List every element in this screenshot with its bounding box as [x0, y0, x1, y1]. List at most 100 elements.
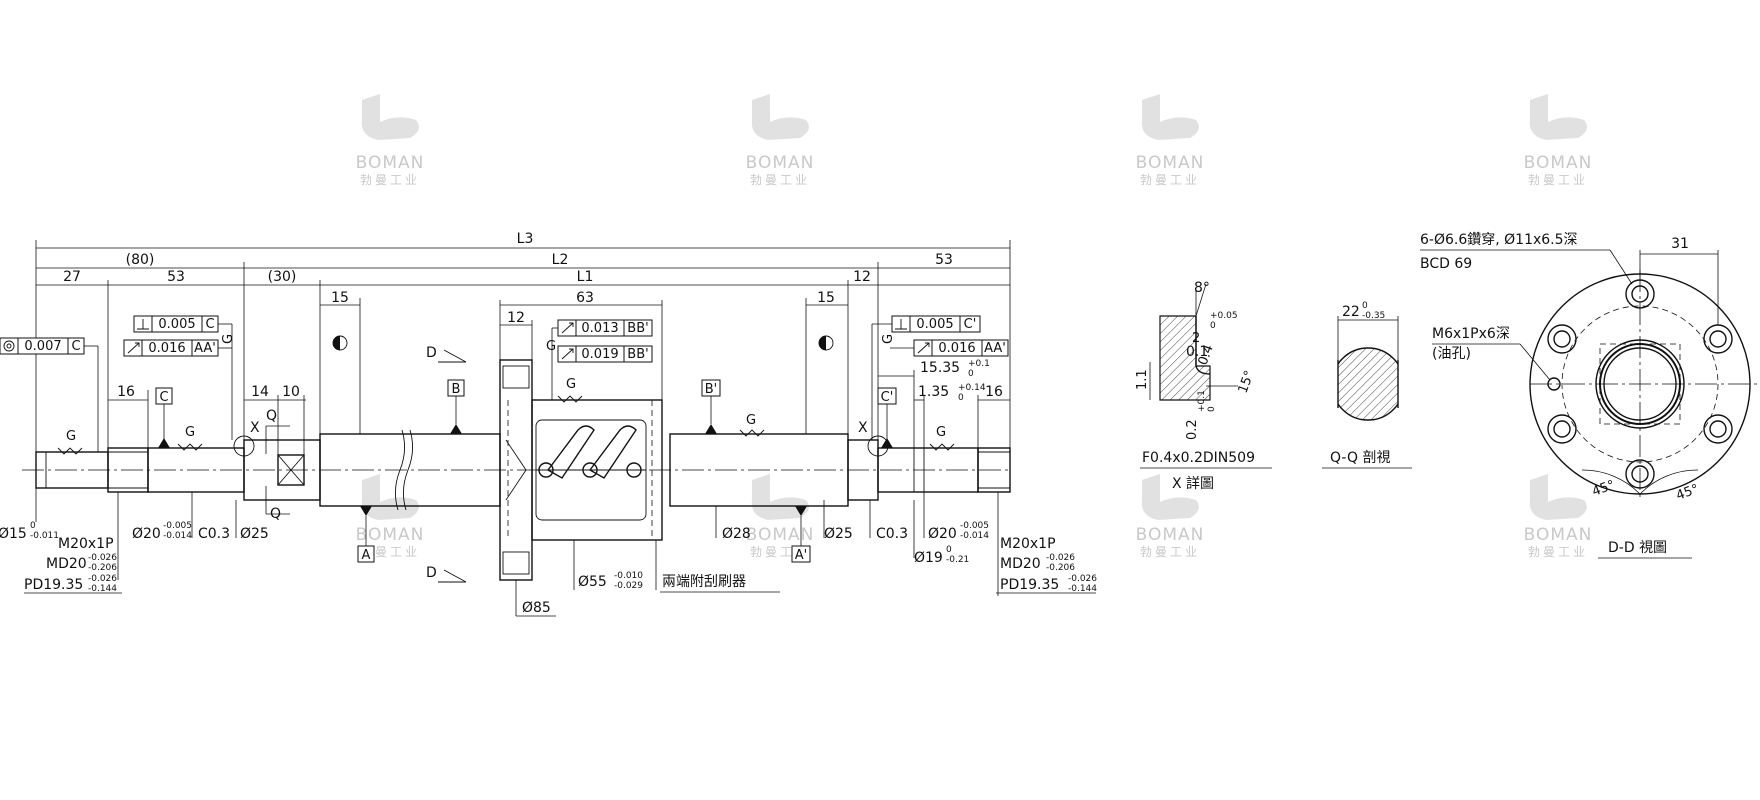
qq-width-lower: -0.35 — [1362, 311, 1385, 321]
dim-16-left: 16 — [117, 384, 135, 400]
fcf-datum: BB' — [627, 347, 648, 362]
wiper-note: 兩端附刮刷器 — [662, 574, 746, 590]
detail-x-spec: F0.4x0.2DIN509 — [1142, 450, 1255, 466]
dim-d55-lower: -0.029 — [614, 581, 643, 591]
dim-d25-left: Ø25 — [240, 526, 269, 542]
detail-x: 8° 0.1 +0.05 0 2 0.4 1.1 0.2 +0.1 0 15° … — [1135, 280, 1272, 492]
dim-d20-left-lower: -0.014 — [163, 531, 192, 541]
watermark-sub: 勃曼工业 — [1528, 173, 1588, 187]
dim-d20-left: Ø20 — [132, 526, 161, 542]
dim-pd-left-upper: -0.026 — [88, 574, 117, 584]
watermark-sub: 勃曼工业 — [360, 173, 420, 187]
break-line — [403, 429, 413, 511]
fcf-datum: AA' — [984, 341, 1006, 356]
half-circle-fill — [819, 336, 826, 350]
bolt-hole-inner — [1553, 420, 1571, 438]
dd-angle2: 45° — [1674, 482, 1701, 504]
fcf-value: 0.007 — [24, 339, 61, 354]
dim-d28: Ø28 — [722, 526, 751, 542]
leader-line — [1609, 249, 1633, 285]
dim-d20-left-upper: -0.005 — [163, 521, 192, 531]
grind-symbol-icon — [557, 395, 583, 403]
return-tube — [546, 425, 595, 479]
bolt-hole — [1703, 324, 1733, 354]
datum-triangle — [360, 506, 372, 516]
dim-md20-right-upper: -0.026 — [1046, 553, 1075, 563]
boman-logo-icon — [751, 94, 809, 140]
dim-pd-right-upper: -0.026 — [1068, 574, 1097, 584]
concentricity-icon-inner — [6, 343, 12, 349]
dim-d19-lower: -0.21 — [946, 555, 969, 565]
detail-x-d01: 0.1 — [1186, 344, 1208, 360]
watermark: BOMAN 勃曼工业 — [1524, 474, 1593, 559]
dim-md20-right: MD20 — [1000, 556, 1041, 572]
runout-icon — [561, 322, 574, 334]
datum-triangle — [158, 438, 170, 448]
datum-a-prime: A' — [795, 548, 807, 563]
watermark-brand: BOMAN — [356, 525, 425, 545]
surface-labels: G G G G G G G G X X Q Q — [57, 334, 955, 522]
detail-x-marker: X — [858, 420, 868, 436]
dim-c03-right: C0.3 — [876, 526, 908, 542]
dim-l3: L3 — [517, 231, 534, 247]
detail-x-d02-lower: 0 — [1207, 406, 1217, 412]
dim-m20-left: M20x1P — [58, 536, 114, 552]
section-q-top: Q — [266, 408, 277, 424]
dim-27: 27 — [63, 269, 81, 285]
runout-icon — [561, 348, 574, 360]
bolt-hole-inner — [1631, 285, 1649, 303]
dim-pd-left: PD19.35 — [24, 577, 83, 593]
dim-d15: Ø15 — [0, 526, 27, 542]
fcf-left-runout: 0.016 AA' — [123, 339, 219, 357]
dd-holes-note: 6-Ø6.6鑽穿, Ø11x6.5深 — [1420, 232, 1578, 248]
grind-symbol-icon — [57, 447, 83, 455]
boman-logo-icon — [1529, 474, 1587, 520]
detail-x-d01-lower: 0 — [1210, 321, 1216, 331]
grind-label: G — [566, 377, 576, 392]
dim-12-nut: 12 — [507, 310, 525, 326]
bolt-hole-inner — [1553, 330, 1571, 348]
datum-c-prime: C' — [881, 390, 894, 405]
fcf-datum: C' — [964, 317, 977, 332]
qq-title: Q-Q 剖視 — [1330, 450, 1390, 466]
dim-14: 14 — [251, 384, 269, 400]
detail-x-angle: 8° — [1194, 280, 1210, 296]
q-box-cross — [277, 454, 305, 486]
dim-md20-left-upper: -0.026 — [88, 553, 117, 563]
watermark: BOMAN 勃曼工业 — [1136, 474, 1203, 559]
dim-d20-right: Ø20 — [928, 526, 957, 542]
fcf-value: 0.016 — [148, 341, 185, 356]
fcf-cell — [981, 339, 1009, 357]
dim-l2: L2 — [552, 252, 569, 268]
datum-b: B — [452, 382, 461, 397]
angle-line — [1195, 283, 1207, 317]
leader-line — [1519, 343, 1551, 381]
q-section-box — [277, 454, 305, 486]
fcf-value: 0.005 — [158, 317, 195, 332]
watermark-brand: BOMAN — [1524, 153, 1593, 173]
watermark-sub: 勃曼工业 — [750, 173, 810, 187]
bolt-hole — [1547, 414, 1577, 444]
watermark-brand: BOMAN — [1136, 153, 1205, 173]
watermark: BOMAN 勃曼工业 — [356, 94, 423, 187]
fcf-datum: AA' — [194, 341, 216, 356]
datum-triangle — [705, 424, 717, 434]
qq-width-upper: 0 — [1362, 301, 1368, 311]
fcf-value: 0.016 — [938, 341, 975, 356]
fcf-value: 0.019 — [581, 347, 618, 362]
bottom-dimensions: Ø15 0 -0.011 M20x1P MD20 -0.026 -0.206 P… — [0, 488, 1097, 617]
fcf-datum: C — [71, 339, 80, 354]
half-circle-fill — [333, 336, 340, 350]
grind-label: G — [66, 429, 76, 444]
fcf-cell — [623, 319, 653, 337]
dim-1-35: 1.35 — [918, 384, 949, 400]
section-d-bottom: D — [426, 565, 437, 581]
detail-x-d11: 1.1 — [1135, 369, 1150, 390]
flange-bolt-hole — [502, 551, 530, 575]
dd-nut-inner — [1603, 347, 1677, 421]
right-thread — [977, 447, 1011, 493]
dim-63: 63 — [576, 290, 594, 306]
dd-title: D-D 視圖 — [1608, 540, 1667, 556]
watermark-brand: BOMAN — [1524, 525, 1593, 545]
